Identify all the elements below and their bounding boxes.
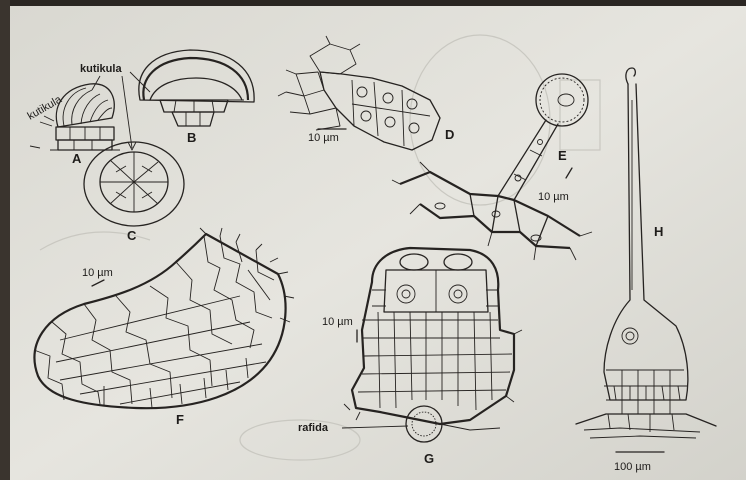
paper-page xyxy=(8,6,746,480)
kutikula-callout-label: kutikula xyxy=(80,63,122,75)
panel-e-label: E xyxy=(558,148,567,163)
panel-h-label: H xyxy=(654,224,663,239)
panel-d-label: D xyxy=(445,127,454,142)
svg-text:100 µm: 100 µm xyxy=(614,461,651,473)
svg-text:10 µm: 10 µm xyxy=(82,267,113,279)
rafida-callout-label: rafida xyxy=(298,422,329,434)
panel-a-label: A xyxy=(72,151,82,166)
page-binding-shadow xyxy=(0,0,10,480)
svg-text:10 µm: 10 µm xyxy=(322,316,353,328)
panel-c-label: C xyxy=(127,228,137,243)
panel-f-label: F xyxy=(176,412,184,427)
panel-b-label: B xyxy=(187,130,196,145)
panel-g-label: G xyxy=(424,451,434,466)
svg-text:10 µm: 10 µm xyxy=(308,132,339,144)
svg-text:10 µm: 10 µm xyxy=(538,191,569,203)
